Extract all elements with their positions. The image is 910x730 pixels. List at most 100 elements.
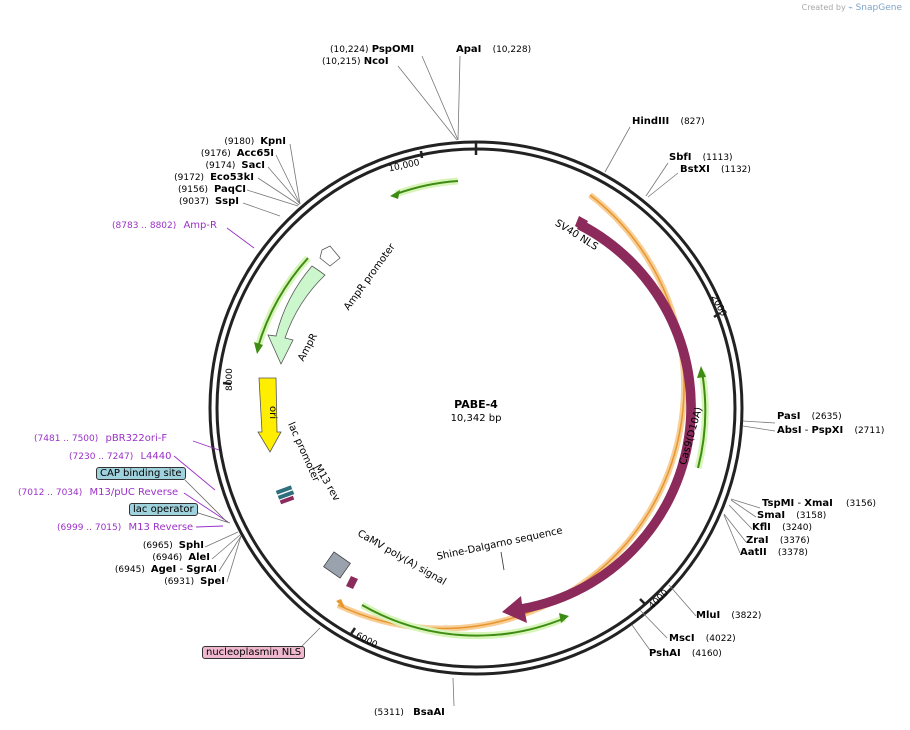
site-apai[interactable]: ApaI (10,228) — [456, 44, 531, 55]
sv40-nls-feature[interactable] — [575, 216, 588, 231]
ampr-promoter-feature[interactable] — [319, 245, 341, 267]
shine-leader — [500, 551, 505, 571]
site-name: MluI — [696, 610, 721, 621]
primer-m13-reverse[interactable]: (6999 .. 7015) M13 Reverse — [57, 522, 193, 533]
site-mlui[interactable]: MluI (3822) — [696, 610, 761, 621]
site-name-2: PspXI — [811, 425, 844, 436]
primer-amp-r[interactable]: (8783 .. 8802) Amp-R — [112, 220, 217, 231]
primer-range: (6999 .. 7015) — [57, 523, 122, 533]
site-pos: (3156) — [846, 499, 876, 509]
site-name: PspOMI — [371, 44, 415, 55]
site-name: NcoI — [363, 56, 389, 67]
site-ncoi[interactable]: (10,215) NcoI — [322, 56, 389, 67]
box-leaders — [184, 479, 231, 524]
site-name: SpeI — [200, 576, 225, 587]
site-msci[interactable]: MscI (4022) — [669, 633, 736, 644]
site-pos: (9172) — [174, 173, 205, 183]
primer-range: (8783 .. 8802) — [112, 221, 177, 231]
site-name: SspI — [214, 196, 239, 207]
site-pos: (9037) — [179, 197, 209, 207]
primer-name: Amp-R — [183, 220, 217, 231]
site-name-2: XmaI — [804, 498, 833, 509]
site-name: AgeI — [150, 564, 177, 575]
small-magenta-feature[interactable] — [346, 576, 358, 589]
site-alei[interactable]: (6946) AleI — [152, 552, 210, 563]
site-agei[interactable]: (6945)AgeI - SgrAI — [115, 564, 217, 575]
site-pos: (1113) — [702, 153, 733, 163]
site-pos: (1132) — [720, 165, 751, 175]
site-name: Acc65I — [236, 148, 274, 159]
site-smai[interactable]: SmaI (3158) — [757, 510, 826, 521]
site-pasi[interactable]: PasI (2635) — [777, 411, 842, 422]
site-aatii[interactable]: AatII (3378) — [740, 547, 808, 558]
site-paqci[interactable]: (9156)PaqCI — [178, 184, 246, 195]
site-pos: (6965) — [142, 541, 173, 551]
camv-polya-feature[interactable] — [323, 551, 351, 579]
site-name: Eco53kI — [210, 172, 254, 183]
site-name: ZraI — [746, 535, 769, 546]
site-acc65i[interactable]: (9176) Acc65I — [201, 148, 274, 159]
site-sphi[interactable]: (6965) SphI — [143, 540, 204, 551]
primer-m13-puc-reverse[interactable]: (7012 .. 7034) M13/pUC Reverse — [18, 487, 178, 498]
site-pshai[interactable]: PshAI (4160) — [649, 648, 722, 659]
site-name: BsaAI — [413, 707, 445, 718]
lac-operator-box[interactable]: lac operator — [129, 503, 198, 516]
site-eco53ki[interactable]: (9172) Eco53kI — [174, 172, 254, 183]
site-pos: (827) — [680, 117, 705, 127]
snapgene-logo-icon: ⌁ — [848, 3, 854, 12]
lac-region-features[interactable] — [275, 485, 295, 505]
tick-marks — [222, 143, 721, 635]
site-name: AatII — [740, 547, 767, 558]
site-hindiii[interactable]: HindIII (827) — [632, 116, 705, 127]
site-tspmi[interactable]: TspMI - XmaI (3156) — [762, 498, 876, 509]
site-kpni[interactable]: (9180)KpnI — [224, 136, 286, 147]
site-pos: (9174) — [205, 161, 236, 171]
site-name: PaqCI — [213, 184, 246, 195]
site-name-2: SgrAI — [186, 564, 217, 575]
primer-range: (7012 .. 7034) — [18, 488, 83, 498]
site-name: HindIII — [632, 116, 670, 127]
site-absi[interactable]: AbsI - PspXI (2711) — [777, 425, 884, 436]
site-zrai[interactable]: ZraI (3376) — [746, 535, 810, 546]
primer-name: L4440 — [140, 451, 172, 462]
primer-pbr322ori-f[interactable]: (7481 .. 7500) pBR322ori-F — [34, 433, 167, 444]
site-sspi[interactable]: (9037) SspI — [179, 196, 239, 207]
site-sep: - — [801, 425, 812, 436]
site-pos: (6946) — [152, 553, 183, 563]
ori-feature[interactable] — [257, 377, 282, 453]
credit-prefix: Created by — [801, 3, 846, 12]
site-pos: (5311) — [374, 708, 404, 718]
primer-name: pBR322ori-F — [105, 433, 168, 444]
green-orf-left — [254, 255, 311, 354]
site-name: SphI — [178, 540, 204, 551]
site-name: SbfI — [669, 152, 692, 163]
site-name: AbsI — [777, 425, 802, 436]
site-name: AleI — [188, 552, 210, 563]
cap-binding-site-box[interactable]: CAP binding site — [96, 467, 186, 480]
site-pos: (3378) — [777, 548, 808, 558]
site-name: TspMI — [762, 498, 795, 509]
site-pos: (3240) — [782, 523, 813, 533]
site-pspomi[interactable]: (10,224) PspOMI — [330, 44, 414, 55]
plasmid-name: PABE-4 — [454, 398, 498, 411]
site-pos: (9176) — [200, 149, 231, 159]
site-sbfi[interactable]: SbfI (1113) — [669, 152, 733, 163]
site-bstxi[interactable]: BstXI (1132) — [680, 164, 751, 175]
credit-brand: SnapGene — [855, 3, 902, 13]
site-pos: (3376) — [779, 536, 810, 546]
primer-l4440[interactable]: (7230 .. 7247) L4440 — [69, 451, 172, 462]
ampr-feature[interactable] — [267, 265, 326, 365]
site-pos: (2711) — [854, 426, 885, 436]
site-pos: (3158) — [796, 511, 827, 521]
site-bsaai[interactable]: (5311) BsaAI — [374, 707, 445, 718]
site-kfli[interactable]: KflI (3240) — [752, 522, 812, 533]
nucleoplasmin-nls-box[interactable]: nucleoplasmin NLS — [202, 646, 306, 659]
site-pos: (3822) — [731, 611, 762, 621]
site-name: PasI — [777, 411, 801, 422]
site-pos: (2635) — [811, 412, 842, 422]
tick-label-8000: 8000 — [225, 368, 235, 391]
site-name: KpnI — [260, 136, 286, 147]
site-spei[interactable]: (6931)SpeI — [164, 576, 225, 587]
site-saci[interactable]: (9174)SacI — [205, 160, 265, 171]
